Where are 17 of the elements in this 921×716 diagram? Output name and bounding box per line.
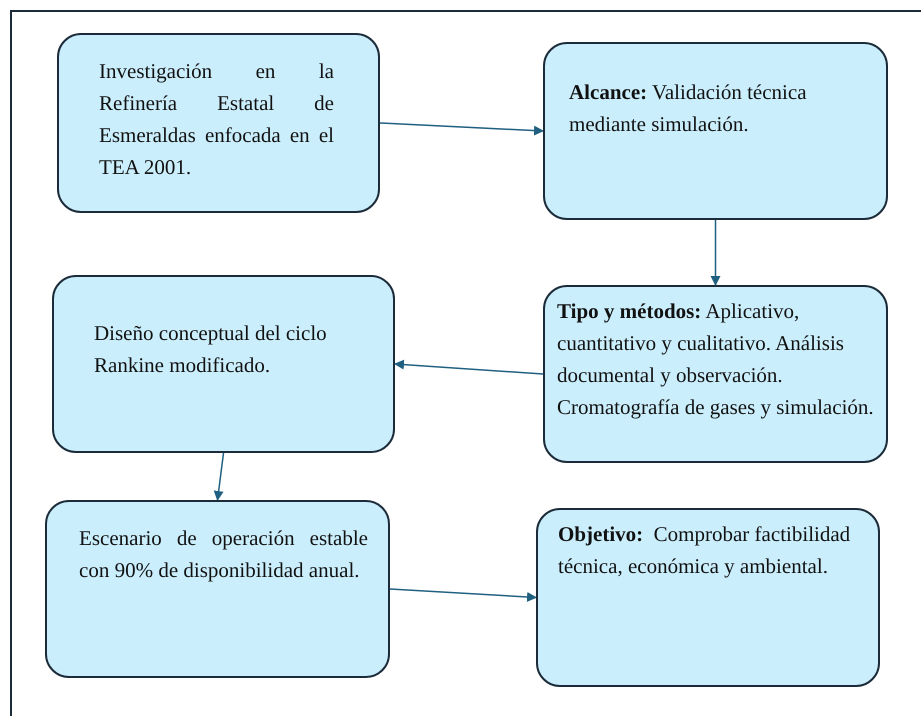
arrow	[390, 588, 537, 602]
arrow	[214, 452, 224, 501]
box-text: Tipo y métodos: Aplicativo, cuantitativo y cualitativo. Análisis documental y observación. Cromatografía de gases y simulación.	[557, 298, 875, 421]
process-box	[45, 500, 390, 678]
arrow	[380, 122, 544, 136]
box-text: Escenario de operación estable con 90% de disponibilidad anual.	[79, 525, 368, 584]
process-box	[543, 285, 888, 463]
process-box	[57, 33, 380, 213]
process-box	[536, 508, 880, 687]
box-text: Objetivo: Comprobar factibilidad técnica, económica y ambiental.	[558, 521, 852, 580]
box-text: Investigación en la Refinería Estatal de Esmeraldas enfocada en el TEA 2001.	[99, 58, 334, 181]
arrow	[394, 360, 544, 375]
box-text: Diseño conceptual del ciclo Rankine modificado.	[94, 320, 328, 379]
box-text: Alcance: Validación técnica mediante simulación.	[569, 79, 808, 138]
arrow	[710, 220, 720, 286]
process-box	[52, 275, 395, 453]
process-box	[543, 42, 888, 220]
